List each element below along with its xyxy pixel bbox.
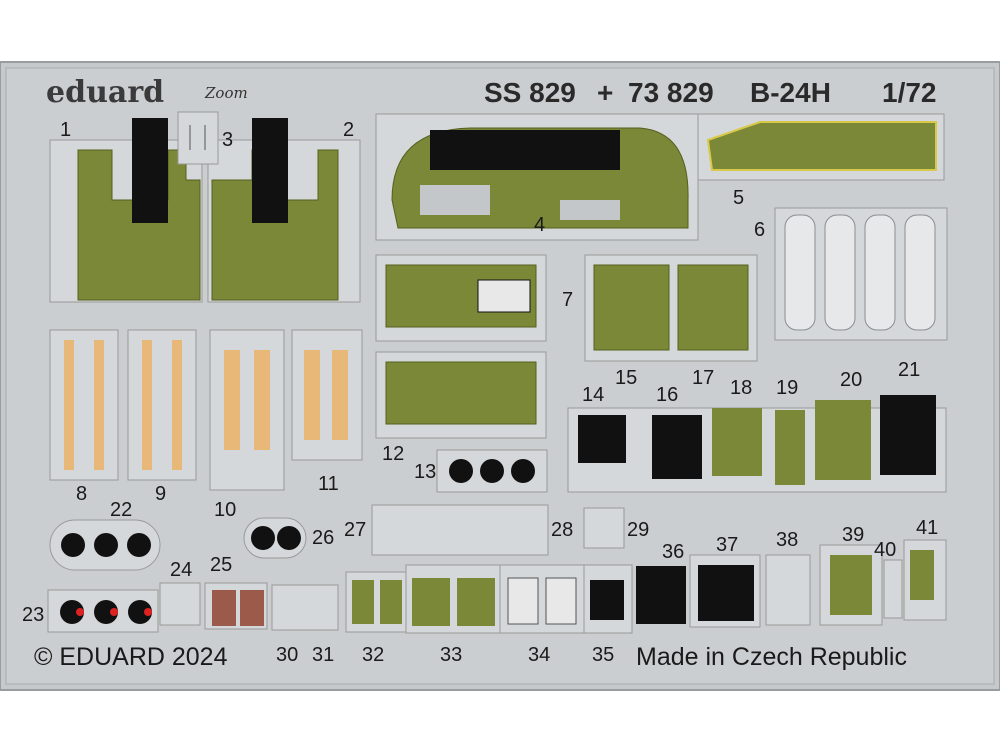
part-number: 13 xyxy=(414,461,437,483)
part-number: 35 xyxy=(592,644,615,666)
part-number: 34 xyxy=(528,644,551,666)
part-26-dials xyxy=(243,517,307,559)
bottom-parts-row xyxy=(47,539,947,634)
part-number: 41 xyxy=(916,517,939,539)
part-3 xyxy=(177,111,219,165)
part-number: 24 xyxy=(170,559,193,581)
part-number: 8 xyxy=(76,483,88,505)
part-number: 32 xyxy=(362,644,385,666)
part-number: 27 xyxy=(344,519,367,541)
part-5-panel xyxy=(697,113,945,181)
part-number: 31 xyxy=(312,644,335,666)
part-14-21-row xyxy=(567,395,947,493)
part-number: 7 xyxy=(562,289,574,311)
part-27-28-strip xyxy=(371,504,549,556)
part-number: 20 xyxy=(840,369,863,391)
part-12-panel xyxy=(375,351,547,439)
part-15-17-panels xyxy=(584,254,758,362)
part-13-dials xyxy=(436,449,548,493)
part-number: 23 xyxy=(22,604,45,626)
part-29 xyxy=(583,507,625,549)
part-1-seat-back xyxy=(49,118,203,303)
part-number: 17 xyxy=(692,367,715,389)
zoom-logo-text: Zoom xyxy=(205,84,248,102)
part-number: 1 xyxy=(60,119,72,141)
origin-text: Made in Czech Republic xyxy=(636,643,907,671)
part-number: 40 xyxy=(874,539,897,561)
part-number: 11 xyxy=(318,473,339,495)
part-number: 5 xyxy=(733,187,745,209)
part-number: 21 xyxy=(898,359,921,381)
part-6-buckles xyxy=(774,207,948,341)
part-number: 22 xyxy=(110,499,133,521)
part-4-instrument-panel xyxy=(375,113,699,241)
part-number: 2 xyxy=(343,119,355,141)
part-number: 19 xyxy=(776,377,799,399)
scale: 1/72 xyxy=(882,77,937,108)
part-number: 15 xyxy=(615,367,638,389)
part-8-9-belts xyxy=(49,329,197,481)
part-number: 10 xyxy=(214,499,237,521)
part-number: 12 xyxy=(382,443,405,465)
part-number: 37 xyxy=(716,534,739,556)
part-number: 33 xyxy=(440,644,463,666)
brand-logo-text: eduard xyxy=(46,75,165,110)
model-name: B-24H xyxy=(750,77,831,108)
part-10-11-belts xyxy=(209,329,363,491)
part-number: 25 xyxy=(210,554,233,576)
set-code-2: 73 829 xyxy=(628,77,714,108)
part-number: 39 xyxy=(842,524,865,546)
set-code: SS 829 xyxy=(484,77,576,108)
part-2-seat-back xyxy=(207,118,361,303)
plus-sign: + xyxy=(597,77,614,108)
part-number: 26 xyxy=(312,527,335,549)
part-22-dials xyxy=(49,519,161,571)
part-number: 4 xyxy=(534,214,546,236)
part-7-panel xyxy=(375,254,547,342)
part-number: 30 xyxy=(276,644,299,666)
part-number: 6 xyxy=(754,219,766,241)
copyright-text: © EDUARD 2024 xyxy=(34,643,228,671)
part-number: 28 xyxy=(551,519,574,541)
part-number: 3 xyxy=(222,129,234,151)
part-number: 14 xyxy=(582,384,605,406)
part-number: 36 xyxy=(662,541,685,563)
part-number: 18 xyxy=(730,377,753,399)
part-number: 16 xyxy=(656,384,679,406)
part-number: 9 xyxy=(155,483,167,505)
part-number: 38 xyxy=(776,529,799,551)
part-number: 29 xyxy=(627,519,650,541)
